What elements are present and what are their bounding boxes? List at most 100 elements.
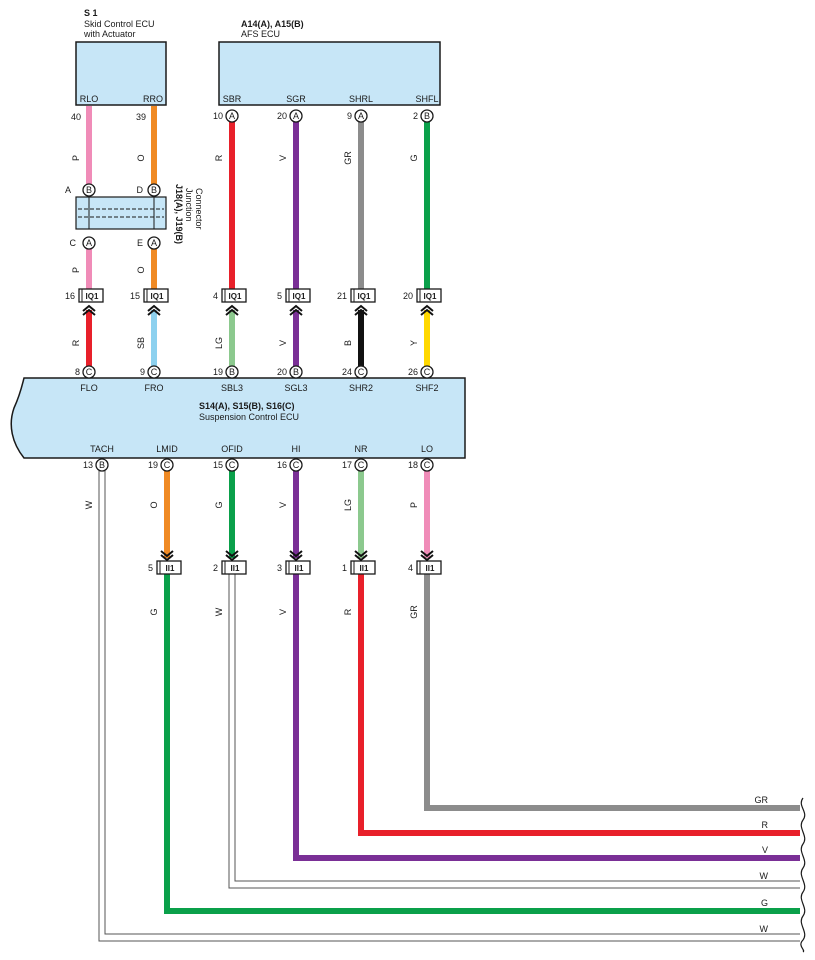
- afs-term-sbr: SBR: [223, 94, 242, 104]
- susp-top-pin-4: 24: [342, 367, 352, 377]
- susp-top-circle-4-letter: C: [358, 367, 365, 377]
- ii1-tag-0-text: II1: [166, 564, 175, 573]
- susp-bottom-circle-1-letter: C: [164, 460, 171, 470]
- afs-circle-3-letter: B: [424, 111, 430, 121]
- susp-out-label-1: O: [149, 501, 159, 508]
- iq1-tag-4: [350, 288, 376, 303]
- right-end-label-4: G: [761, 898, 768, 908]
- afs-code: A14(A), A15(B): [241, 19, 304, 29]
- susp-bottom-circle-2-letter: C: [229, 460, 236, 470]
- junction-bottom-circle-0-letter: A: [86, 238, 92, 248]
- susp-top-circle-3: [289, 365, 303, 379]
- susp-term-fro: FRO: [145, 383, 164, 393]
- s1-pin-1: 39: [136, 112, 146, 122]
- susp-bottom-circle-2: [225, 458, 239, 472]
- susp-top-pin-2: 19: [213, 367, 223, 377]
- susp-top-pin-1: 9: [140, 367, 145, 377]
- iq1-tag-4-text: IQ1: [358, 292, 371, 301]
- ii1-tag-3-text: II1: [360, 564, 369, 573]
- junction-letter-a: A: [65, 185, 71, 195]
- run-g: [164, 574, 800, 914]
- afs-circle-2-letter: A: [358, 111, 364, 121]
- susp-top-pin-3: 20: [277, 367, 287, 377]
- susp-bottom-pin-0: 13: [83, 460, 93, 470]
- right-end-label-5: W: [760, 924, 769, 934]
- suspension-control-ecu: S14(A), S15(B), S16(C) Suspension Contro…: [10, 377, 466, 459]
- susp-term-flo: FLO: [80, 383, 98, 393]
- run-w1-a: [228, 574, 800, 889]
- iq1-pin-5: 20: [403, 291, 413, 301]
- ii1-tag-0: [156, 560, 182, 575]
- iq1-chevron-2-0: [225, 304, 239, 312]
- susp-top-circle-5: [420, 365, 434, 379]
- iq1-chevron-4-0: [354, 304, 368, 312]
- ii1-pin-4: 4: [408, 563, 413, 573]
- susp-term-tach: TACH: [90, 444, 114, 454]
- ii1-chevron-4-1: [420, 550, 434, 558]
- susp-term-hi: HI: [292, 444, 301, 454]
- s1-name-line1: Skid Control ECU: [84, 19, 155, 29]
- susp-term-shr2: SHR2: [349, 383, 373, 393]
- ii1-chevron-2-0: [289, 554, 303, 562]
- lower-wire-label-1: SB: [136, 337, 146, 349]
- junction-top-circle-0: [82, 183, 96, 197]
- lower-wire-label-0: R: [71, 339, 81, 346]
- ii1-out-label-2: V: [278, 609, 288, 615]
- susp-out-label-3: V: [278, 502, 288, 508]
- ii1-pin-0: 5: [148, 563, 153, 573]
- afs-pin-1: 20: [277, 111, 287, 121]
- afs-wire-label-3: G: [409, 154, 419, 161]
- susp-top-pin-5: 26: [408, 367, 418, 377]
- junction-bottom-circle-1: [147, 236, 161, 250]
- afs-term-sgr: SGR: [286, 94, 306, 104]
- afs-circle-1-letter: A: [293, 111, 299, 121]
- ii1-out-label-0: G: [149, 608, 159, 615]
- susp-bottom-circle-5: [420, 458, 434, 472]
- junction-bottom-circle-0: [82, 236, 96, 250]
- iq1-chevron-3-1: [289, 308, 303, 316]
- iq1-chevron-1-1: [147, 308, 161, 316]
- afs-circle-3: [420, 109, 434, 123]
- afs-circle-2: [354, 109, 368, 123]
- susp-term-sgl3: SGL3: [284, 383, 307, 393]
- iq1-tag-2: [221, 288, 247, 303]
- susp-bottom-circle-5-letter: C: [424, 460, 431, 470]
- skid-control-ecu: S 1 Skid Control ECU with Actuator RLO R…: [75, 8, 167, 106]
- ii1-chevron-1-1: [225, 550, 239, 558]
- run-w2-b: [104, 471, 800, 935]
- junction-letter-d: D: [137, 185, 144, 195]
- susp-term-nr: NR: [355, 444, 368, 454]
- s1-wire-upper-label-1: O: [136, 154, 146, 161]
- afs-ecu: A14(A), A15(B) AFS ECU SBR SGR SHRL SHFL: [218, 19, 441, 106]
- junction-top-circle-1-letter: B: [151, 185, 157, 195]
- susp-top-circle-3-letter: B: [293, 367, 299, 377]
- susp-bottom-circle-4-letter: C: [358, 460, 365, 470]
- susp-bottom-circle-3-letter: C: [293, 460, 300, 470]
- wire-cut-mark: [800, 797, 806, 953]
- ii1-tag-4: [416, 560, 442, 575]
- s1-pin-0: 40: [71, 112, 81, 122]
- susp-top-circle-1-letter: C: [151, 367, 158, 377]
- ii1-chevron-0-0: [160, 554, 174, 562]
- right-end-label-1: R: [762, 820, 769, 830]
- susp-term-shf2: SHF2: [415, 383, 438, 393]
- lower-wire-label-4: B: [343, 340, 353, 346]
- iq1-chevron-5-1: [420, 308, 434, 316]
- afs-term-shfl: SHFL: [415, 94, 438, 104]
- ii1-out-label-4: GR: [409, 605, 419, 619]
- junction-letter-e: E: [137, 238, 143, 248]
- iq1-pin-3: 5: [277, 291, 282, 301]
- run-r: [358, 574, 800, 836]
- ii1-out-label-1: W: [214, 607, 224, 616]
- s1-term-rlo: RLO: [80, 94, 99, 104]
- susp-bottom-circle-4: [354, 458, 368, 472]
- iq1-tag-0: [78, 288, 104, 303]
- ii1-tag-1-text: II1: [231, 564, 240, 573]
- afs-wire-label-2: GR: [343, 151, 353, 165]
- wire-layer: [86, 106, 800, 942]
- susp-term-sbl3: SBL3: [221, 383, 243, 393]
- afs-circle-1: [289, 109, 303, 123]
- ii1-chevron-3-0: [354, 554, 368, 562]
- iq1-chevron-2-1: [225, 308, 239, 316]
- afs-circle-0-letter: A: [229, 111, 235, 121]
